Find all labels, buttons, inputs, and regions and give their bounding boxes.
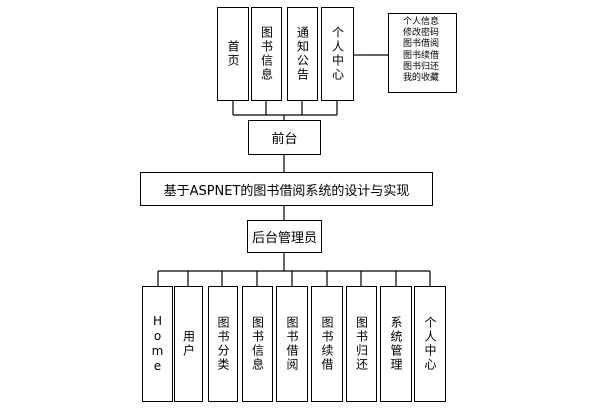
system-title: 基于ASPNET的图书借阅系统的设计与实现	[163, 183, 410, 199]
back-module-label: 图书分类	[216, 316, 230, 372]
list-item: 个人信息	[403, 17, 440, 27]
list-item: 图书借阅	[403, 39, 440, 50]
list-item: 图书续借	[403, 50, 440, 61]
back-module-label: 图书归还	[354, 316, 369, 372]
back-module-book-borrow: 图书借阅	[276, 286, 308, 402]
front-module-label: 首页	[226, 40, 240, 68]
backend-label: 后台管理员	[251, 231, 317, 246]
back-module-personal-center: 个人中心	[414, 286, 446, 402]
back-module-label: 个人中心	[423, 316, 437, 372]
front-module-announcements: 通知公告	[287, 7, 318, 101]
list-item: 我的收藏	[403, 73, 440, 84]
list-item: 图书归还	[403, 61, 440, 72]
back-module-label: 图书借阅	[285, 316, 299, 372]
back-module-book-category: 图书分类	[208, 286, 238, 402]
back-module-label: Home	[150, 314, 165, 374]
front-module-book-info: 图书信息	[251, 7, 282, 101]
system-title-box: 基于ASPNET的图书借阅系统的设计与实现	[140, 172, 433, 206]
back-module-book-renew: 图书续借	[311, 286, 343, 402]
front-module-label: 个人中心	[330, 26, 345, 82]
back-module-label: 系统管理	[389, 316, 403, 372]
back-module-users: 用户	[174, 286, 203, 402]
back-module-label: 图书续借	[320, 316, 334, 372]
back-module-book-return: 图书归还	[346, 286, 377, 402]
back-module-label: 用户	[181, 330, 196, 358]
front-module-label: 图书信息	[259, 26, 274, 82]
back-module-label: 图书信息	[250, 316, 265, 372]
back-module-system-management: 系统管理	[380, 286, 412, 402]
front-module-personal-center: 个人中心	[321, 7, 354, 101]
front-module-home: 首页	[217, 7, 249, 101]
personal-center-items-list: 个人信息 修改密码 图书借阅 图书续借 图书归还 我的收藏	[388, 13, 457, 93]
front-module-label: 通知公告	[295, 26, 310, 82]
back-module-home: Home	[142, 286, 173, 402]
frontend-label: 前台	[271, 132, 298, 147]
back-module-book-info: 图书信息	[242, 286, 273, 402]
list-item: 修改密码	[403, 28, 440, 39]
backend-admin-box: 后台管理员	[247, 220, 322, 253]
frontend-box: 前台	[248, 120, 321, 155]
